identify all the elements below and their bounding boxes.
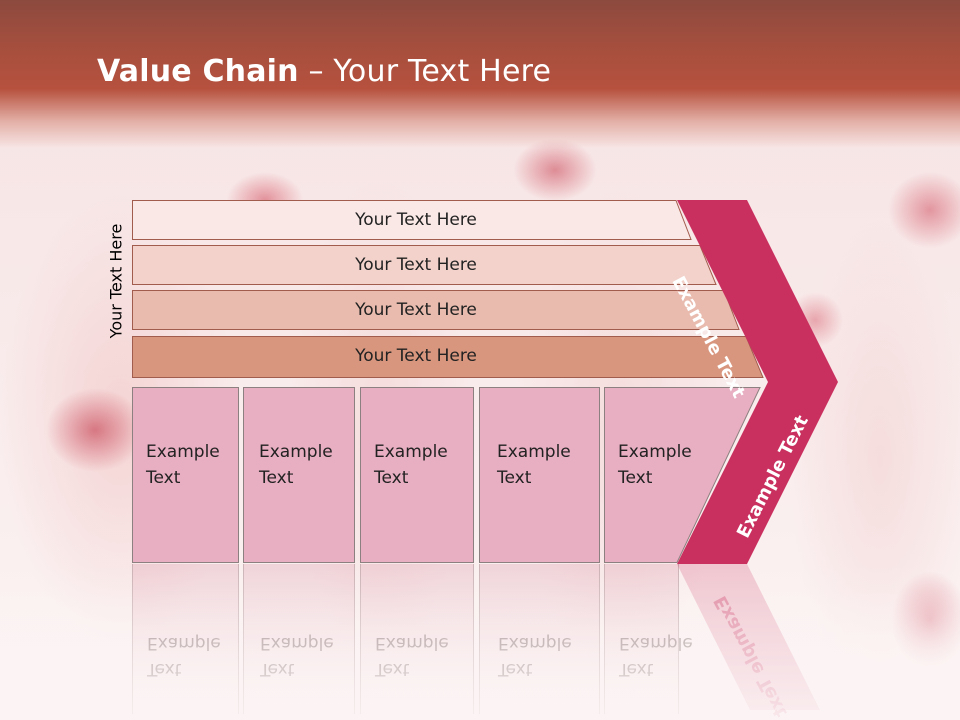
vertical-side-label[interactable]: Your Text Here <box>96 206 136 356</box>
cell-4-shape <box>479 387 600 563</box>
cell-1-line2: Text <box>146 468 181 488</box>
cell-4-line2: Text <box>497 468 532 488</box>
cell-3-fill <box>360 387 474 563</box>
band-1[interactable]: Your Text Here <box>132 200 692 240</box>
cell-4-line1: Example <box>497 442 571 462</box>
cell-3-line2: Text <box>374 468 409 488</box>
cell-2-shape <box>243 387 355 563</box>
cell-1-line1: Example <box>146 442 220 462</box>
cell-5-line2: Text <box>618 468 653 488</box>
band-2[interactable]: Your Text Here <box>132 245 717 285</box>
cell-2-line2: Text <box>259 468 294 488</box>
reflection-fade <box>0 564 960 720</box>
cell-2-line1: Example <box>259 442 333 462</box>
band-3-label: Your Text Here <box>355 300 477 320</box>
cell-1-fill <box>132 387 239 563</box>
band-1-label: Your Text Here <box>355 210 477 230</box>
cell-3-line1: Example <box>374 442 448 462</box>
cell-2-fill <box>243 387 355 563</box>
title-bold-part: Value Chain <box>97 54 299 89</box>
band-4-label: Your Text Here <box>355 346 477 366</box>
band-2-label: Your Text Here <box>355 255 477 275</box>
cell-1-shape <box>132 387 239 563</box>
cell-4-fill <box>479 387 600 563</box>
cell-5-line1: Example <box>618 442 692 462</box>
title-bar <box>0 0 960 148</box>
cell-3-shape <box>360 387 474 563</box>
title-rest-part: – Your Text Here <box>298 54 552 89</box>
band-3[interactable]: Your Text Here <box>132 290 740 330</box>
side-label-text: Your Text Here <box>106 223 126 339</box>
slide-title[interactable]: Value Chain – Your Text Here <box>97 54 551 89</box>
band-4[interactable]: Your Text Here <box>132 336 764 378</box>
